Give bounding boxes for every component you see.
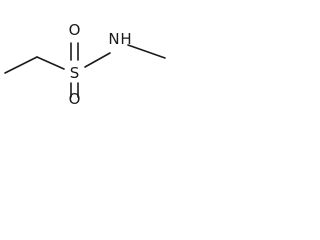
bond-ch2-s (36, 56, 65, 70)
bond-ch3-ch2 (4, 56, 38, 74)
bond-s-n (84, 52, 111, 68)
structure-diagram: S O O N H (4, 21, 166, 108)
atom-oxygen-bottom: O (69, 90, 81, 108)
bond-n-ch3 (127, 44, 166, 59)
atom-sulfur: S (70, 64, 80, 82)
atom-oxygen-top: O (69, 21, 81, 39)
atom-nitrogen: N (108, 30, 119, 48)
atom-nitrogen-hydrogen: H (120, 30, 131, 48)
